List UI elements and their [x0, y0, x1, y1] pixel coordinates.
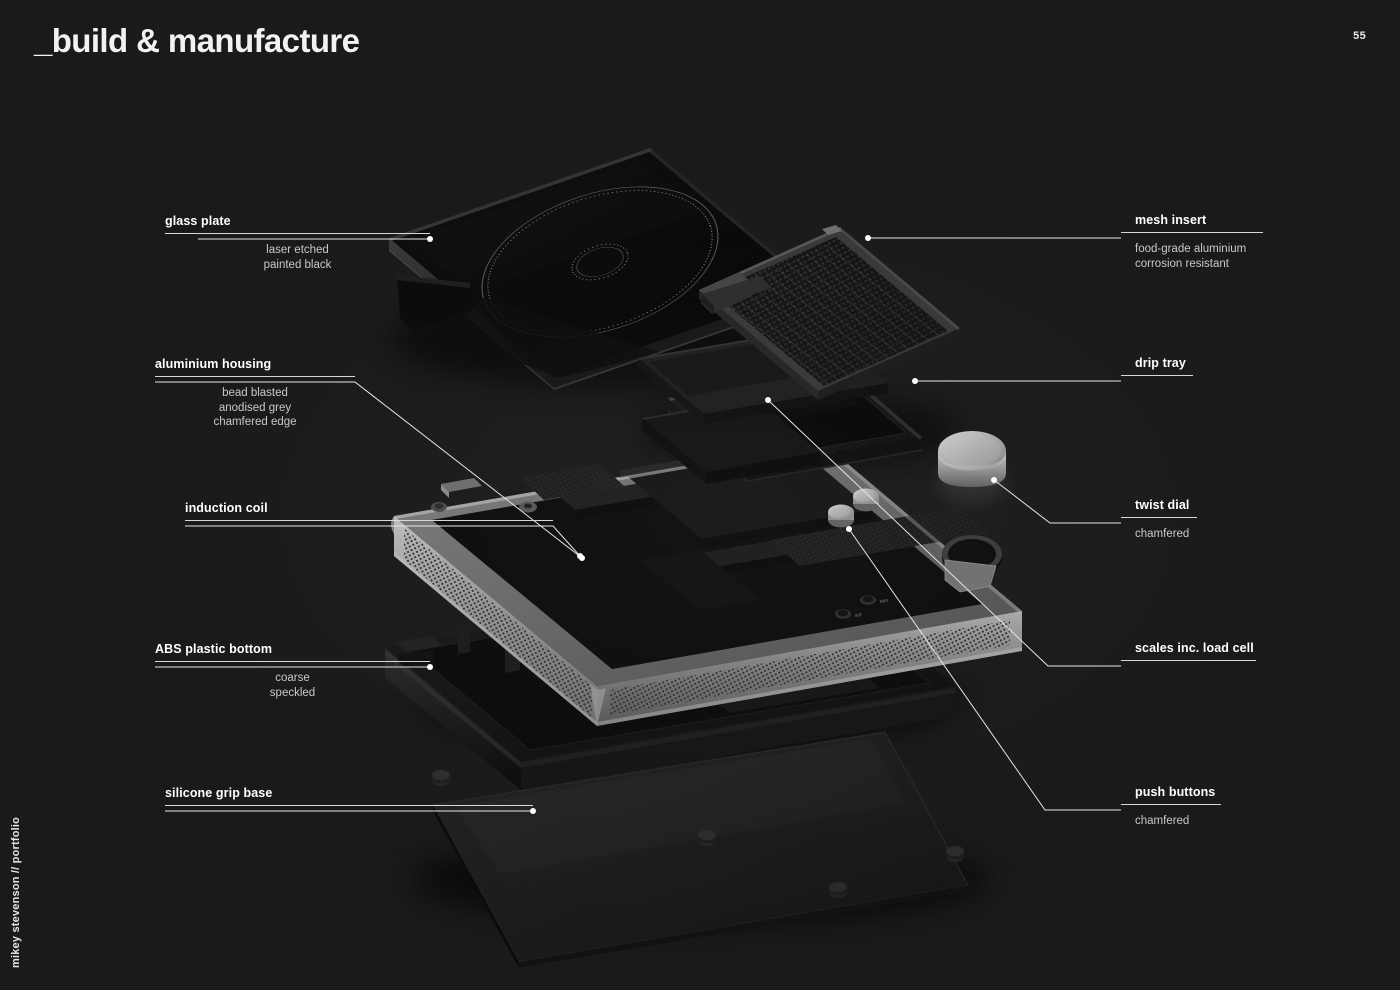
- callout-rule: [165, 805, 533, 806]
- callout-title: induction coil: [185, 501, 268, 515]
- callout-title: scales inc. load cell: [1135, 641, 1254, 655]
- callout-rule: [1121, 804, 1221, 805]
- page-title: _build & manufacture: [34, 22, 360, 59]
- silicone-nub: [946, 846, 964, 862]
- part-silicone-grip-base: [432, 731, 969, 968]
- callout-title: silicone grip base: [165, 786, 273, 800]
- callout-rule: [165, 233, 430, 234]
- callout-induction-coil: induction coil: [185, 501, 553, 530]
- silicone-nub: [698, 830, 716, 846]
- callout-title: aluminium housing: [155, 357, 272, 371]
- callout-rule: [1121, 232, 1263, 233]
- callout-rule: [185, 520, 553, 521]
- callout-title: glass plate: [165, 214, 231, 228]
- callout-silicone-grip-base: silicone grip base: [165, 786, 533, 815]
- callout-title: ABS plastic bottom: [155, 642, 273, 656]
- page-number: 55: [1353, 30, 1366, 42]
- callout-title: drip tray: [1135, 356, 1186, 370]
- silicone-nub: [432, 770, 450, 786]
- callout-scales-load-cell: scales inc. load cell: [1121, 641, 1256, 670]
- part-twist-dial: [938, 431, 1006, 503]
- glass-plate-under-panel: [397, 275, 660, 378]
- push-button: [828, 504, 854, 528]
- callout-drip-tray: drip tray: [1121, 356, 1193, 385]
- mesh-support-bracket: [702, 276, 772, 314]
- callout-rule: [155, 661, 430, 662]
- callout-twist-dial: twist dial chamfered: [1121, 498, 1197, 542]
- callout-subtext: chamfered: [1135, 815, 1190, 827]
- callout-title: mesh insert: [1135, 213, 1207, 227]
- push-button: [853, 488, 879, 512]
- callout-title: push buttons: [1135, 785, 1216, 799]
- callout-rule: [155, 376, 355, 377]
- callout-rule: [1121, 375, 1193, 376]
- silicone-nub: [829, 882, 847, 898]
- callout-push-buttons: push buttons chamfered: [1121, 785, 1221, 829]
- abs-boss: [458, 626, 470, 654]
- portfolio-credit: mikey stevenson // portfolio: [10, 816, 22, 968]
- callout-rule: [1121, 517, 1197, 518]
- callout-title: twist dial: [1135, 498, 1190, 512]
- callout-subtext: chamfered: [1135, 528, 1190, 540]
- callout-rule: [1121, 660, 1256, 661]
